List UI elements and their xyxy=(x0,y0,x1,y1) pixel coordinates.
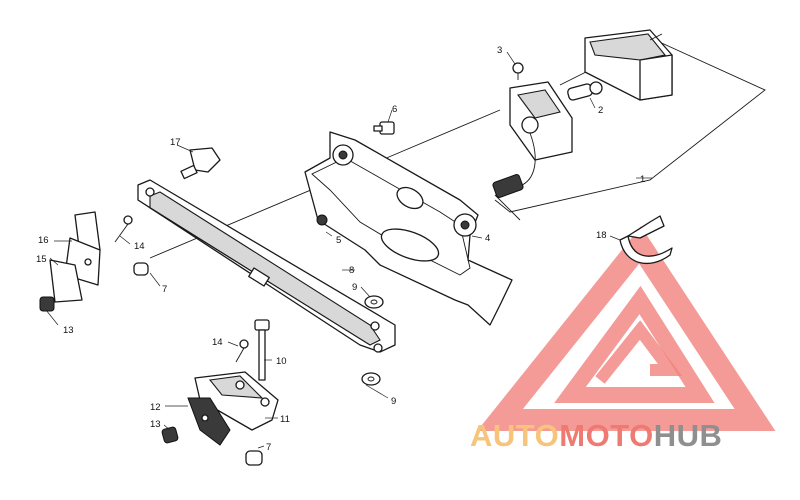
plate-12 xyxy=(187,397,231,446)
washer-9-top xyxy=(364,295,384,309)
watermark-hub: HUB xyxy=(654,418,723,453)
callout-2: 2 xyxy=(598,105,603,116)
callout-15: 15 xyxy=(36,254,47,265)
nut-13-left xyxy=(39,296,55,312)
plate-frame xyxy=(304,131,513,326)
callout-9b: 9 xyxy=(391,396,396,407)
nut-5 xyxy=(316,214,328,226)
bulb-socket xyxy=(567,81,603,101)
callout-10: 10 xyxy=(276,356,287,367)
callout-9a: 9 xyxy=(352,282,357,293)
watermark-logo xyxy=(477,226,776,431)
watermark-auto: AUTO xyxy=(470,418,559,453)
light-bracket xyxy=(492,81,573,198)
bolt-10 xyxy=(254,319,270,381)
side-bracket xyxy=(49,211,101,303)
callout-8: 8 xyxy=(349,265,354,276)
watermark-moto: MOTO xyxy=(559,418,653,453)
tail-light-housing xyxy=(584,29,673,101)
screw-3 xyxy=(512,62,524,80)
cable-tie-18 xyxy=(619,215,673,264)
callout-4: 4 xyxy=(485,233,490,244)
callout-18: 18 xyxy=(596,230,607,241)
callout-12: 12 xyxy=(150,402,161,413)
callout-13a: 13 xyxy=(63,325,74,336)
watermark-wordmark: AUTOMOTOHUB xyxy=(470,418,722,453)
nut-13-lower xyxy=(161,426,179,444)
callout-17: 17 xyxy=(170,137,181,148)
callout-7a: 7 xyxy=(162,284,167,295)
svg-text:AUTOMOTOHUB: AUTOMOTOHUB xyxy=(470,418,722,453)
bolt-6 xyxy=(373,121,395,135)
screw-14-lower xyxy=(235,339,249,363)
nut-7-left xyxy=(133,262,149,276)
callout-5: 5 xyxy=(336,235,341,246)
callout-16: 16 xyxy=(38,235,49,246)
callouts: 1 2 3 4 5 6 7 7 8 9 9 10 11 12 13 13 14 … xyxy=(36,45,645,453)
callout-leaders xyxy=(45,51,652,449)
callout-3: 3 xyxy=(497,45,502,56)
knob-17 xyxy=(180,147,221,180)
callout-11: 11 xyxy=(280,414,290,425)
callout-14a: 14 xyxy=(134,241,145,252)
mounting-bar xyxy=(137,179,396,353)
callout-14b: 14 xyxy=(212,337,223,348)
callout-13b: 13 xyxy=(150,419,161,430)
callout-1: 1 xyxy=(640,174,645,185)
screw-14-left xyxy=(114,215,133,243)
callout-7b: 7 xyxy=(266,442,271,453)
nut-7-lower xyxy=(245,450,263,466)
callout-6: 6 xyxy=(392,104,397,115)
lower-bracket xyxy=(194,371,279,431)
washer-9-bottom xyxy=(361,372,381,386)
